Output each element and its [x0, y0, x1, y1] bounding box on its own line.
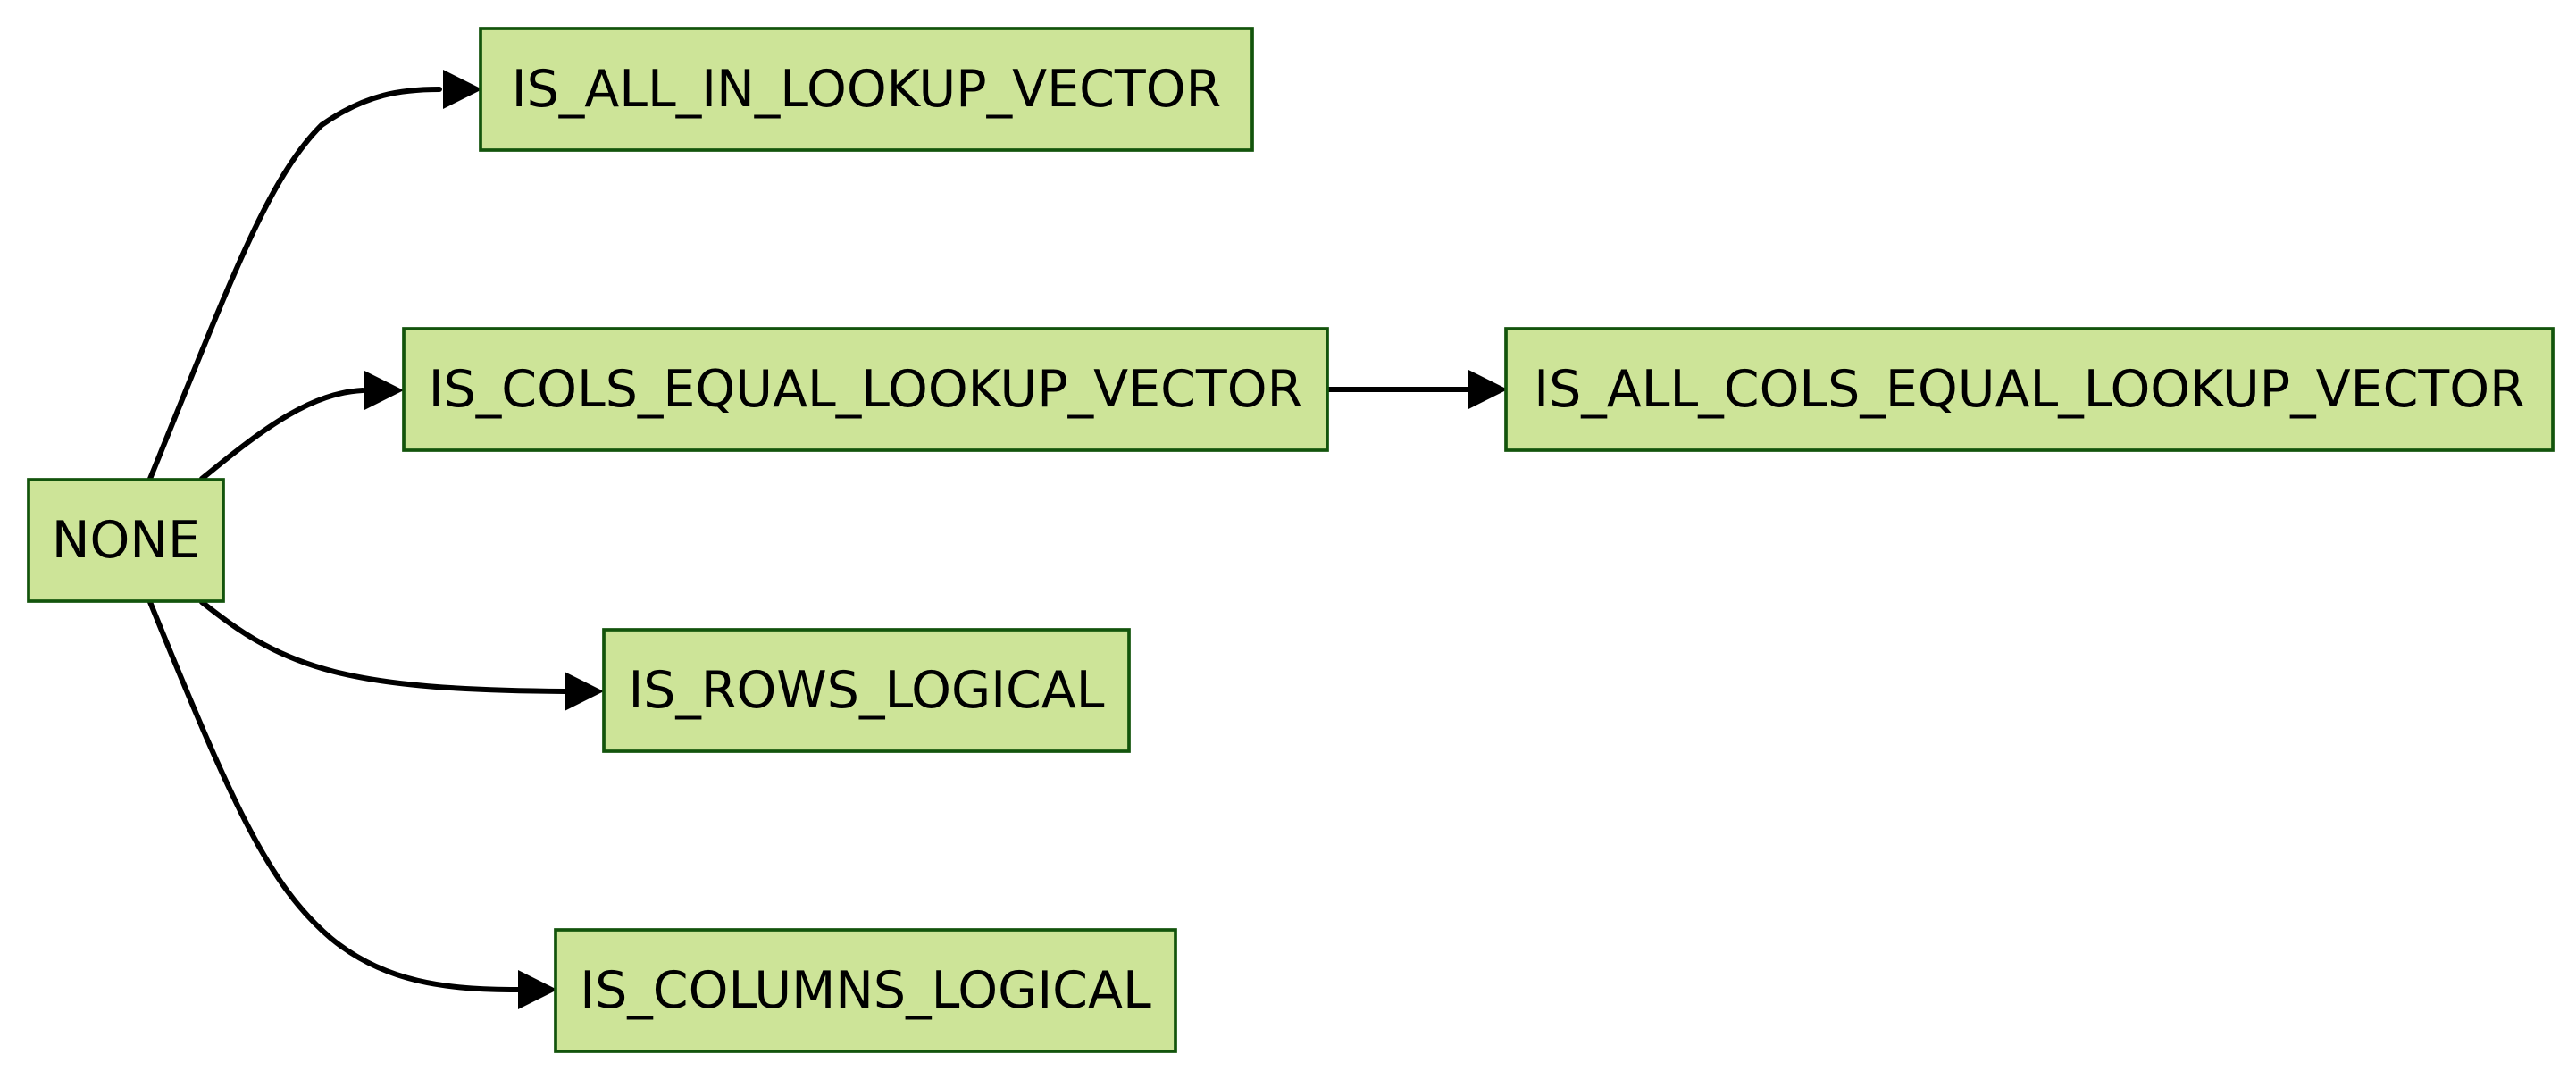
edge-none-to-is-all-in-lookup-vector	[147, 87, 442, 481]
node-is-all-cols-equal-lookup-vector: IS_ALL_COLS_EQUAL_LOOKUP_VECTOR	[1504, 327, 2555, 452]
node-is-all-in-lookup-vector-box	[479, 27, 1254, 152]
node-is-all-cols-equal-lookup-vector-label: IS_ALL_COLS_EQUAL_LOOKUP_VECTOR	[1534, 360, 2524, 419]
node-none: NONE	[27, 478, 225, 603]
node-is-cols-equal-lookup-vector-label: IS_COLS_EQUAL_LOOKUP_VECTOR	[429, 360, 1302, 419]
arrowhead-is-columns-logical	[518, 970, 557, 1009]
node-is-all-in-lookup-vector-label: IS_ALL_IN_LOOKUP_VECTOR	[512, 60, 1221, 119]
node-is-columns-logical-box	[554, 928, 1177, 1053]
node-none-label: NONE	[52, 511, 200, 570]
node-is-rows-logical-box	[602, 628, 1131, 753]
node-is-cols-equal-lookup-vector: IS_COLS_EQUAL_LOOKUP_VECTOR	[402, 327, 1329, 452]
arrowhead-is-all-in-lookup-vector	[443, 70, 482, 109]
node-is-rows-logical: IS_ROWS_LOGICAL	[602, 628, 1131, 753]
arrowhead-is-cols-equal-lookup-vector	[364, 371, 404, 410]
node-is-all-cols-equal-lookup-vector-box	[1504, 327, 2555, 452]
node-is-rows-logical-label: IS_ROWS_LOGICAL	[628, 661, 1104, 720]
node-is-columns-logical: IS_COLUMNS_LOGICAL	[554, 928, 1177, 1053]
node-is-cols-equal-lookup-vector-box	[402, 327, 1329, 452]
node-none-box	[27, 478, 225, 603]
edge-none-to-is-cols-equal-lookup-vector	[199, 388, 365, 481]
edge-none-to-is-columns-logical	[147, 599, 521, 992]
edge-none-to-is-rows-logical	[199, 599, 567, 694]
node-is-all-in-lookup-vector: IS_ALL_IN_LOOKUP_VECTOR	[479, 27, 1254, 152]
node-is-columns-logical-label: IS_COLUMNS_LOGICAL	[580, 961, 1151, 1020]
edges	[147, 70, 1508, 1009]
arrowhead-is-all-cols-equal-lookup-vector	[1468, 370, 1508, 409]
arrowhead-is-rows-logical	[565, 672, 604, 711]
